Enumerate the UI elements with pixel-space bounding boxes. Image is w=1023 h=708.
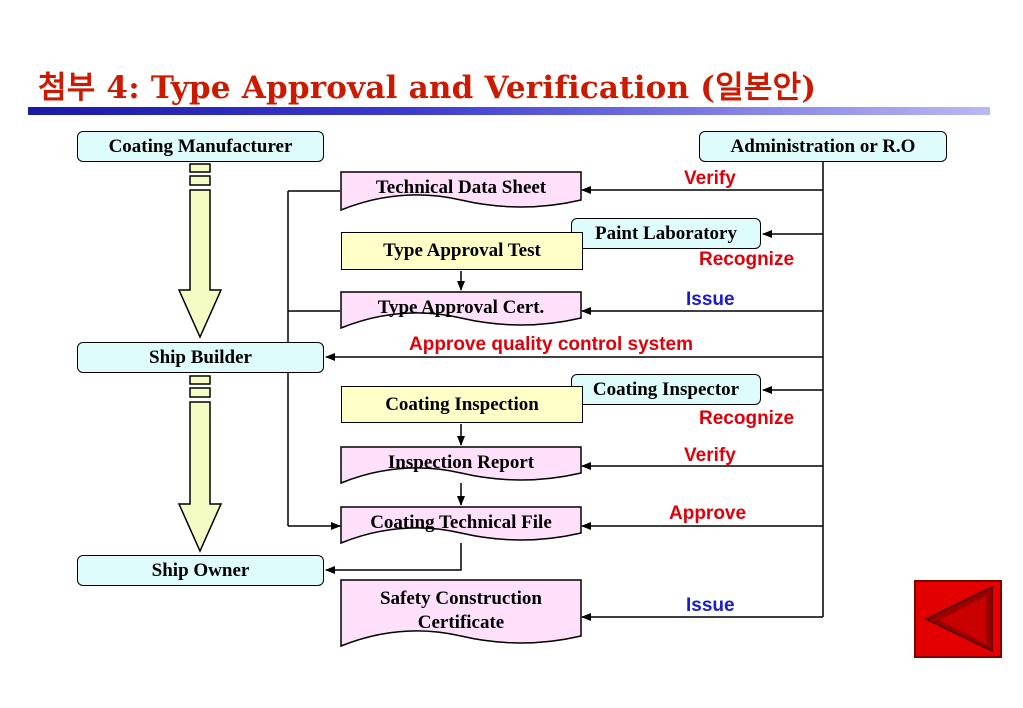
coating-inspection-box: Coating Inspection — [341, 386, 583, 423]
technical-data-sheet-label: Technical Data Sheet — [375, 177, 547, 199]
doc-shape-type-approval-cert — [340, 291, 582, 330]
inspection-report-label: Inspection Report — [387, 452, 535, 474]
back-triangle-icon — [924, 585, 993, 653]
coating-inspector-label: Coating Inspector — [592, 378, 740, 400]
action-recognize-label: Recognize — [699, 249, 795, 270]
technical-data-sheet-doc: Technical Data Sheet — [341, 172, 581, 204]
ship-owner-label: Ship Owner — [151, 559, 250, 581]
type-approval-cert-label: Type Approval Cert. — [377, 297, 545, 319]
action-verify-label: Verify — [684, 445, 736, 466]
action-verify-label: Verify — [684, 168, 736, 189]
safety-construction-certificate-doc: Safety Construction Certificate — [341, 582, 581, 640]
back-button[interactable] — [914, 580, 1002, 658]
type-approval-test-label: Type Approval Test — [383, 240, 541, 262]
action-approve-qcs-label: Approve quality control system — [409, 334, 694, 355]
doc-shape-inspection-report — [340, 446, 582, 485]
title-underline-bar — [28, 107, 990, 115]
coating-inspector-box: Coating Inspector — [571, 374, 761, 405]
type-approval-test-box: Type Approval Test — [341, 232, 583, 270]
doc-shape-safety-construction-certificate — [340, 579, 582, 648]
paint-laboratory-label: Paint Laboratory — [595, 222, 737, 244]
flow-arrow-builder-to-owner — [177, 375, 223, 553]
action-issue-label: Issue — [686, 595, 735, 616]
doc-shape-coating-technical-file — [340, 506, 582, 545]
action-recognize-label: Recognize — [699, 408, 795, 429]
coating-manufacturer-box: Coating Manufacturer — [77, 131, 324, 162]
action-issue-label: Issue — [686, 289, 735, 310]
coating-technical-file-label: Coating Technical File — [370, 512, 552, 534]
doc-shape-technical-data-sheet — [340, 171, 582, 212]
administration-label: Administration or R.O — [730, 135, 916, 157]
inspection-report-doc: Inspection Report — [341, 447, 581, 479]
safety-construction-certificate-line1: Safety Construction — [379, 588, 543, 610]
coating-manufacturer-label: Coating Manufacturer — [108, 135, 293, 157]
safety-construction-certificate-line2: Certificate — [417, 612, 505, 633]
ship-owner-box: Ship Owner — [77, 555, 324, 586]
administration-box: Administration or R.O — [699, 131, 947, 162]
coating-technical-file-doc: Coating Technical File — [341, 507, 581, 539]
coating-inspection-label: Coating Inspection — [385, 393, 539, 415]
type-approval-cert-doc: Type Approval Cert. — [341, 292, 581, 324]
ship-builder-box: Ship Builder — [77, 342, 324, 373]
paint-laboratory-box: Paint Laboratory — [571, 218, 761, 249]
action-approve-label: Approve — [669, 503, 747, 524]
ship-builder-label: Ship Builder — [149, 346, 252, 368]
flow-arrow-manufacturer-to-builder — [177, 163, 223, 339]
page-title: 첨부 4: Type Approval and Verification (일본… — [38, 70, 817, 106]
